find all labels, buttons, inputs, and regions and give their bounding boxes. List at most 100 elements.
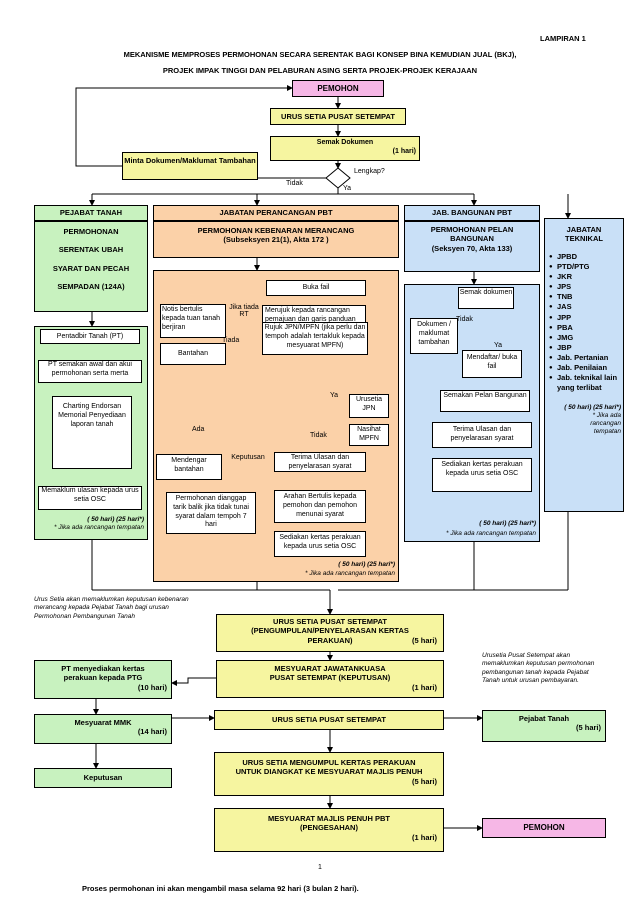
pengumpulan-l2: (PENGUMPULAN/PENYELARASAN KERTAS — [251, 626, 409, 636]
pengumpulan-box: URUS SETIA PUSAT SETEMPAT (PENGUMPULAN/P… — [216, 614, 444, 652]
teknikal-item: JKR — [549, 272, 623, 282]
teknikal-item: PTD/PTG — [549, 262, 623, 272]
pbt-terima: Terima Ulasan dan penyelarasan syarat — [274, 452, 366, 472]
teknikal-item: Jab. teknikal lain yang terlibat — [549, 373, 623, 393]
keputusan-box: Keputusan — [34, 768, 172, 788]
teknikal-item: TNB — [549, 292, 623, 302]
pt-step3: Charting Endorsan Memorial Penyediaan la… — [52, 396, 132, 469]
bangunan-time: ( 50 hari) (25 hari*) — [479, 520, 536, 527]
pt-kertas-time: (10 hari) — [137, 682, 167, 692]
teknikal-item: JPS — [549, 282, 623, 292]
teknikal-item: JPBD — [549, 252, 623, 262]
semak-dokumen-box: Semak Dokumen (1 hari) — [270, 136, 420, 161]
page-number: 1 — [318, 864, 322, 871]
bangunan-sediakan: Sediakan kertas perakuan kepada urus set… — [432, 458, 532, 492]
bangunan-desc-l3: (Seksyen 70, Akta 133) — [431, 243, 513, 253]
mengumpul-time: (5 hari) — [411, 776, 437, 786]
jawatankuasa-box: MESYUARAT JAWATANKUASA PUSAT SETEMPAT (K… — [216, 660, 444, 698]
ya-label-top: Ya — [343, 185, 352, 192]
pbt-ya-label: Ya — [330, 392, 339, 399]
pbt-notis: Notis bertulis kepada tuan tanah berjira… — [160, 304, 226, 338]
pt-step2: PT semakan awal dan akui permohonan sert… — [38, 360, 142, 383]
note-left: Urus Setia akan memaklumkan keputusan ke… — [34, 596, 189, 620]
pejabat-tanah-desc-l3: SYARAT DAN PECAH — [52, 263, 130, 273]
pbt-urusetia-jpn: Urusetia JPN — [349, 394, 389, 418]
pejabat-tanah-desc: PERMOHONAN SERENTAK UBAH SYARAT DAN PECA… — [34, 221, 148, 312]
page-title-line1: MEKANISME MEMPROSES PERMOHONAN SECARA SE… — [123, 50, 517, 59]
pt-kertas-l1: PT menyediakan kertas — [61, 664, 145, 673]
process-summary: Proses permohonan ini akan mengambil mas… — [82, 884, 359, 893]
pbt-jika-tiada-rt: Jika tiada RT — [229, 304, 259, 318]
urus-setia-top: URUS SETIA PUSAT SETEMPAT — [270, 108, 406, 125]
pejabat-tanah-title: PEJABAT TANAH — [34, 205, 148, 221]
pbt-tiada-label: Tiada — [222, 337, 240, 344]
bangunan-mendaftar: Mendaftar/ buka fail — [462, 350, 522, 378]
pbt-buka-fail: Buka fail — [266, 280, 366, 296]
majlis-l1: MESYUARAT MAJLIS PENUH PBT — [268, 814, 390, 823]
tidak-label-top: Tidak — [286, 180, 303, 187]
pt-time: ( 50 hari) (25 hari*) — [87, 516, 144, 523]
pbt-desc-l2: (Subseksyen 21(1), Akta 172 ) — [223, 235, 329, 245]
pt-kertas-box: PT menyediakan kertas perakuan kepada PT… — [34, 660, 172, 699]
teknikal-item: PBA — [549, 323, 623, 333]
bangunan-terima: Terima Ulasan dan penyelarasan syarat — [432, 422, 532, 448]
teknikal-item: Jab. Penilaian — [549, 363, 623, 373]
bangunan-ya-label: Ya — [494, 342, 503, 349]
teknikal-note: * Jika ada rancangan tempatan — [590, 411, 621, 435]
pbt-tidak-label: Tidak — [310, 432, 327, 439]
pbt-desc: PERMOHONAN KEBENARAN MERANCANG (Subseksy… — [153, 221, 399, 258]
pbt-permohonan-ditarik: Permohonan dianggap tarik balik jika tid… — [166, 492, 256, 534]
pbt-desc-l1: PERMOHONAN KEBENARAN MERANCANG — [197, 226, 355, 235]
urus-setia-bottom: URUS SETIA PUSAT SETEMPAT — [214, 710, 444, 730]
pbt-mendengar: Mendengar bantahan — [156, 454, 222, 480]
pbt-bantahan: Bantahan — [160, 343, 226, 365]
teknikal-title-l2: TEKNIKAL — [565, 234, 603, 244]
majlis-l2: (PENGESAHAN) — [300, 823, 358, 833]
teknikal-item: JMG — [549, 333, 623, 343]
appendix-label: LAMPIRAN 1 — [540, 34, 586, 43]
note-right: Urusetia Pusat Setempat akan memaklumkan… — [482, 652, 595, 685]
teknikal-item: JBP — [549, 343, 623, 353]
bangunan-note: * Jika ada rancangan tempatan — [446, 530, 536, 537]
mmk-time: (14 hari) — [137, 727, 167, 737]
semak-dokumen-time: (1 hari) — [392, 147, 416, 155]
pejabat-tanah-bottom-label: Pejabat Tanah — [518, 714, 570, 723]
jawatankuasa-time: (1 hari) — [411, 682, 437, 692]
pengumpulan-l1: URUS SETIA PUSAT SETEMPAT — [273, 617, 387, 626]
teknikal-box: JABATAN TEKNIKAL JPBDPTD/PTGJKRJPSTNBJAS… — [544, 218, 624, 512]
bangunan-semakan: Semakan Pelan Bangunan — [440, 390, 530, 412]
pejabat-tanah-bottom: Pejabat Tanah (5 hari) — [482, 710, 606, 742]
semak-dokumen-label: Semak Dokumen — [316, 139, 374, 146]
pengumpulan-l3: PERAKUAN) — [307, 635, 353, 645]
teknikal-title-l1: JABATAN — [566, 225, 602, 234]
pejabat-tanah-desc-l2: SERENTAK UBAH — [58, 245, 124, 255]
pejabat-tanah-bottom-time: (5 hari) — [575, 723, 601, 733]
pbt-nasihat: Nasihat MPFN — [349, 424, 389, 446]
mmk-box: Mesyuarat MMK (14 hari) — [34, 714, 172, 744]
pt-note: * Jika ada rancangan tempatan — [54, 524, 144, 531]
bangunan-title: JAB. BANGUNAN PBT — [404, 205, 540, 221]
mengumpul-l1: URUS SETIA MENGUMPUL KERTAS PERAKUAN — [242, 758, 416, 767]
pejabat-tanah-desc-l4: SEMPADAN (124A) — [57, 282, 125, 292]
teknikal-list: JPBDPTD/PTGJKRJPSTNBJASJPPPBAJMGJBPJab. … — [545, 252, 623, 394]
pbt-time: ( 50 hari) (25 hari*) — [338, 561, 395, 568]
lengkap-label: Lengkap? — [354, 168, 385, 175]
teknikal-time: ( 50 hari) (25 hari*) — [564, 403, 621, 411]
mengumpul-l2: UNTUK DIANGKAT KE MESYUARAT MAJLIS PENUH — [235, 767, 423, 777]
bangunan-desc-l2: BANGUNAN — [450, 234, 494, 244]
jawatankuasa-l2: PUSAT SETEMPAT (KEPUTUSAN) — [269, 673, 391, 683]
jawatankuasa-l1: MESYUARAT JAWATANKUASA — [274, 664, 386, 673]
pengumpulan-time: (5 hari) — [411, 635, 437, 645]
bangunan-desc: PERMOHONAN PELAN BANGUNAN (Seksyen 70, A… — [404, 221, 540, 272]
teknikal-item: JAS — [549, 302, 623, 312]
page-title-line2: PROJEK IMPAK TINGGI DAN PELABURAN ASING … — [162, 66, 478, 75]
bangunan-dokumen: Dokumen / maklumat tambahan — [410, 318, 458, 354]
mmk-label: Mesyuarat MMK — [74, 718, 132, 727]
bangunan-tidak-label: Tidak — [456, 316, 473, 323]
pbt-arahan: Arahan Bertulis kepada pemohon dan pemoh… — [274, 490, 366, 523]
pejabat-tanah-desc-l1: PERMOHONAN — [63, 227, 119, 236]
pt-step1: Pentadbir Tanah (PT) — [40, 329, 140, 344]
mengumpul-box: URUS SETIA MENGUMPUL KERTAS PERAKUAN UNT… — [214, 752, 444, 796]
pbt-title: JABATAN PERANCANGAN PBT — [153, 205, 399, 221]
bangunan-desc-l1: PERMOHONAN PELAN — [430, 225, 514, 234]
